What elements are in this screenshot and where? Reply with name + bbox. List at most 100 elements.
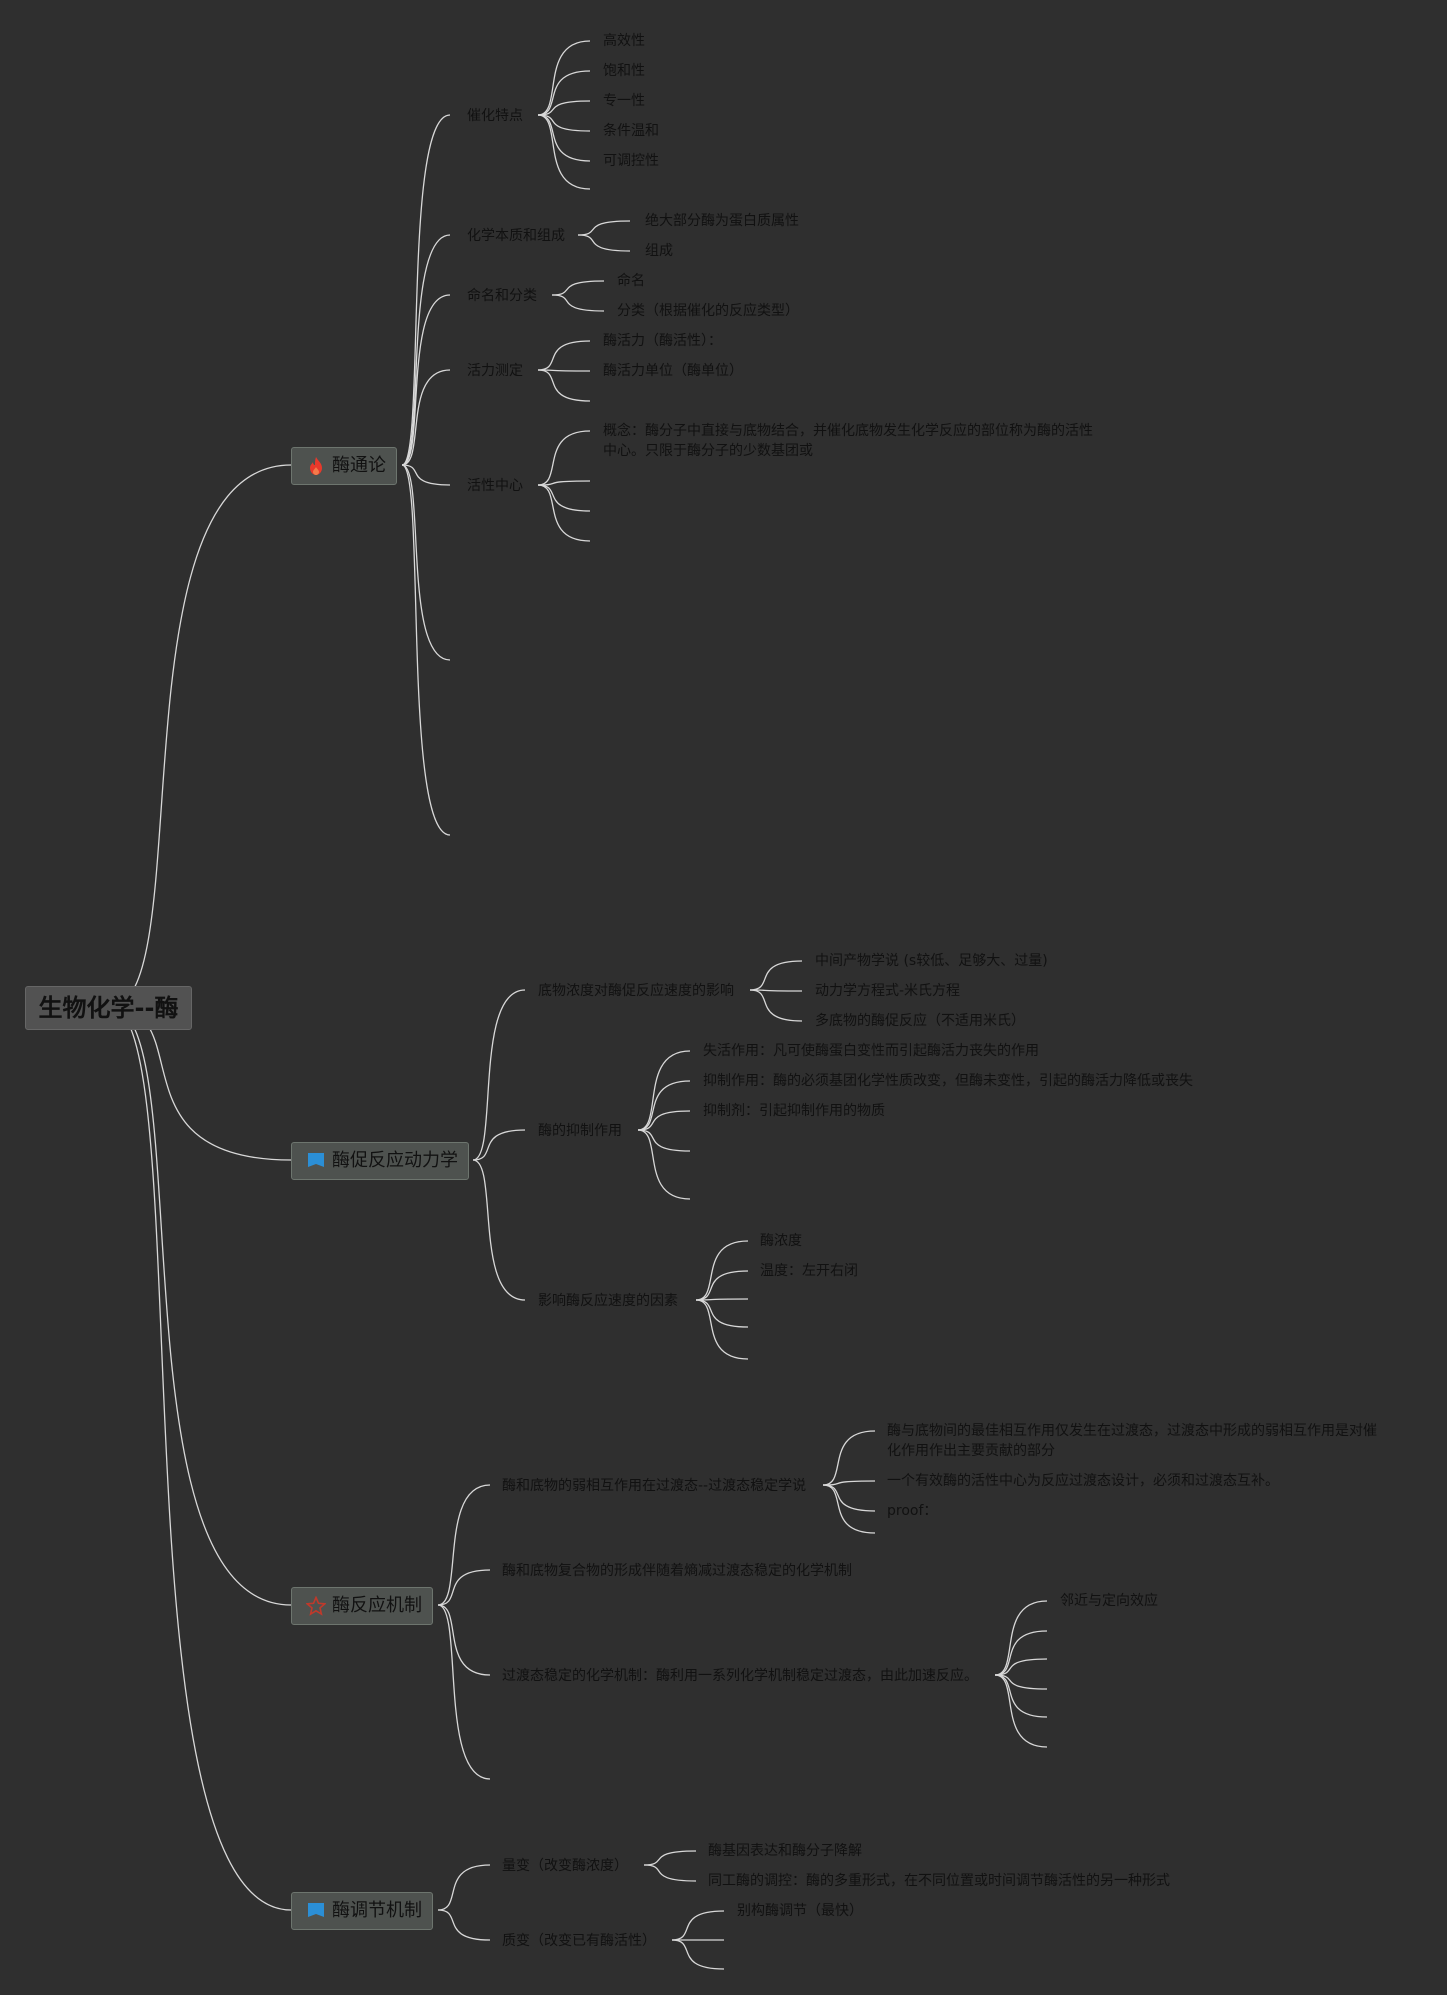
connector-line	[994, 1674, 1048, 1748]
connector-line	[637, 1129, 691, 1200]
connector-line	[109, 1006, 292, 1911]
leaf-mild-conditions[interactable]: 条件温和	[603, 123, 659, 139]
leaf-enzyme-unit[interactable]: 酶活力单位（酶单位）	[603, 363, 743, 379]
leaf-optimal-interaction[interactable]: 酶与底物间的最佳相互作用仅发生在过渡态，过渡态中形成的弱相互作用是对催化作用作出…	[887, 1423, 1377, 1459]
connector-line	[695, 1299, 749, 1328]
leaf-gene-expression[interactable]: 酶基因表达和酶分子降解	[708, 1843, 862, 1859]
topic-rate-factors[interactable]: 影响酶反应速度的因素	[538, 1293, 678, 1309]
leaf-composition[interactable]: 组成	[645, 243, 673, 259]
connector-line	[437, 1569, 491, 1606]
topic-enzyme-inhibition[interactable]: 酶的抑制作用	[538, 1123, 622, 1139]
connector-line	[551, 294, 605, 312]
topic-chemical-mechanisms[interactable]: 过渡态稳定的化学机制：酶利用一系列化学机制稳定过渡态，由此加速反应。	[502, 1668, 978, 1684]
leaf-michaelis-equation[interactable]: 动力学方程式-米氏方程	[815, 983, 961, 999]
connector-line	[437, 1864, 491, 1911]
topic-qualitative-change[interactable]: 质变（改变已有酶活性）	[502, 1933, 656, 1949]
connector-line	[994, 1630, 1048, 1676]
flag-icon	[308, 1903, 324, 1917]
leaf-high-efficiency[interactable]: 高效性	[603, 33, 645, 49]
branch-enzyme-kinetics[interactable]: 酶促反应动力学	[291, 1142, 469, 1180]
root-topic[interactable]: 生物化学--酶	[25, 986, 192, 1030]
connector-line	[401, 464, 451, 486]
leaf-temperature[interactable]: 温度：左开右闭	[760, 1263, 858, 1279]
branch-label: 酶调节机制	[332, 1900, 422, 1921]
leaf-enzyme-activity[interactable]: 酶活力（酶活性）：	[603, 333, 722, 349]
connector-line	[671, 1939, 725, 1970]
branch-regulation-mechanism[interactable]: 酶调节机制	[291, 1892, 433, 1930]
branch-label: 酶促反应动力学	[332, 1150, 458, 1171]
star-icon	[306, 1596, 326, 1616]
leaf-intermediate-theory[interactable]: 中间产物学说 (s较低、足够大、过量)	[815, 953, 1048, 969]
topic-transition-state-theory[interactable]: 酶和底物的弱相互作用在过渡态--过渡态稳定学说	[502, 1478, 807, 1494]
leaf-active-center-concept[interactable]: 概念：酶分子中直接与底物结合，并催化底物发生化学反应的部位称为酶的活性中心。只限…	[603, 423, 1093, 459]
leaf-naming[interactable]: 命名	[617, 273, 645, 289]
branch-label: 酶反应机制	[332, 1595, 422, 1616]
topic-entropy-reduction[interactable]: 酶和底物复合物的形成伴随着熵减过渡态稳定的化学机制	[502, 1563, 852, 1579]
leaf-allosteric[interactable]: 别构酶调节（最快）	[737, 1903, 863, 1919]
leaf-protein-nature[interactable]: 绝大部分酶为蛋白质属性	[645, 213, 799, 229]
flag-icon	[308, 1153, 324, 1167]
connector-line	[401, 369, 451, 466]
topic-substrate-concentration[interactable]: 底物浓度对酶促反应速度的影响	[538, 983, 734, 999]
topic-catalytic-features[interactable]: 催化特点	[467, 108, 523, 124]
connector-line	[401, 464, 451, 836]
topic-active-center[interactable]: 活性中心	[467, 478, 523, 494]
connector-line	[537, 340, 591, 371]
leaf-enzyme-concentration[interactable]: 酶浓度	[760, 1233, 802, 1249]
connector-line	[537, 70, 591, 116]
connector-line	[749, 989, 803, 992]
topic-activity-assay[interactable]: 活力测定	[467, 363, 523, 379]
connector-line	[637, 1129, 691, 1152]
branch-label: 酶通论	[332, 455, 386, 476]
connector-line	[537, 114, 591, 162]
connector-line	[643, 1850, 697, 1866]
connector-line	[577, 234, 631, 252]
leaf-saturation[interactable]: 饱和性	[603, 63, 645, 79]
leaf-inhibition[interactable]: 抑制作用：酶的必须基团化学性质改变，但酶未变性，引起的酶活力降低或丧失	[703, 1073, 1193, 1089]
connector-line	[695, 1240, 749, 1301]
connector-line	[472, 1159, 526, 1301]
fire-icon	[310, 457, 322, 475]
leaf-proximity-orientation[interactable]: 邻近与定向效应	[1060, 1593, 1158, 1609]
connector-line	[643, 1864, 697, 1882]
connector-line	[551, 280, 605, 296]
connector-line	[695, 1298, 749, 1301]
connector-line	[401, 294, 451, 466]
connector-line	[109, 464, 292, 1008]
topic-quantitative-change[interactable]: 量变（改变酶浓度）	[502, 1858, 628, 1874]
topic-chemical-nature[interactable]: 化学本质和组成	[467, 228, 565, 244]
leaf-active-center-design[interactable]: 一个有效酶的活性中心为反应过渡态设计，必须和过渡态互补。	[887, 1473, 1279, 1489]
connector-line	[822, 1484, 876, 1512]
connector-line	[537, 484, 591, 512]
connector-line	[822, 1430, 876, 1486]
leaf-isozyme[interactable]: 同工酶的调控：酶的多重形式，在不同位置或时间调节酶活性的另一种形式	[708, 1873, 1170, 1889]
connector-line	[577, 220, 631, 236]
connector-line	[537, 114, 591, 132]
leaf-classification[interactable]: 分类（根据催化的反应类型）	[617, 303, 799, 319]
branch-enzyme-overview[interactable]: 酶通论	[291, 447, 397, 485]
connector-line	[437, 1604, 491, 1676]
connector-line	[401, 234, 451, 466]
leaf-proof[interactable]: proof：	[887, 1503, 938, 1519]
leaf-specificity[interactable]: 专一性	[603, 93, 645, 109]
leaf-regulatable[interactable]: 可调控性	[603, 153, 659, 169]
connector-line	[537, 114, 591, 190]
leaf-multi-substrate[interactable]: 多底物的酶促反应（不适用米氏）	[815, 1013, 1025, 1029]
leaf-inhibitor[interactable]: 抑制剂：引起抑制作用的物质	[703, 1103, 885, 1119]
connector-line	[749, 960, 803, 991]
branch-reaction-mechanism[interactable]: 酶反应机制	[291, 1587, 433, 1625]
root-label: 生物化学--酶	[38, 994, 179, 1022]
connector-line	[695, 1270, 749, 1301]
connector-line	[822, 1480, 876, 1486]
connector-line	[637, 1050, 691, 1131]
connector-line	[472, 1129, 526, 1161]
connector-line	[637, 1080, 691, 1131]
connector-line	[695, 1299, 749, 1360]
connector-line	[537, 430, 591, 486]
topic-naming-classification[interactable]: 命名和分类	[467, 288, 537, 304]
connector-line	[537, 480, 591, 486]
connector-line	[437, 1484, 491, 1606]
connector-line	[637, 1110, 691, 1131]
leaf-inactivation[interactable]: 失活作用：凡可使酶蛋白变性而引起酶活力丧失的作用	[703, 1043, 1039, 1059]
connector-line	[994, 1674, 1048, 1690]
